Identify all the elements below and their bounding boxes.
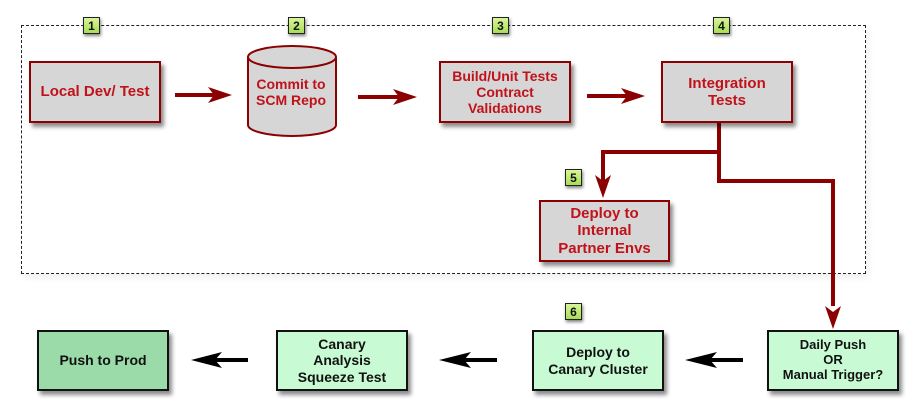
step-badge-5: 5 bbox=[565, 169, 582, 186]
node-deploy-canary: Deploy to Canary Cluster bbox=[532, 330, 664, 391]
arrowhead-icon bbox=[393, 89, 417, 105]
edge-integration-to-internal bbox=[595, 123, 721, 198]
node-canary-analysis: Canary Analysis Squeeze Test bbox=[276, 330, 408, 391]
line: Integration bbox=[688, 74, 766, 92]
ci-stage-group bbox=[21, 25, 866, 274]
line: Tests bbox=[707, 92, 747, 109]
node-local-dev: Local Dev/ Test bbox=[29, 61, 161, 123]
line: Partner Envs bbox=[558, 239, 651, 257]
arrowhead-icon bbox=[621, 88, 645, 104]
arrowhead-icon bbox=[208, 87, 232, 103]
line: Canary Cluster bbox=[548, 360, 648, 377]
edge-analysis-to-prod bbox=[191, 352, 248, 368]
edge-integration-to-daily-push bbox=[717, 152, 841, 329]
line: Analysis bbox=[313, 352, 371, 369]
arrowhead-icon bbox=[595, 175, 611, 198]
node-push-prod: Push to Prod bbox=[37, 330, 169, 391]
line: Commit to bbox=[256, 76, 326, 92]
node-build-unit: Build/Unit Tests Contract Validations bbox=[439, 61, 571, 123]
line: OR bbox=[823, 352, 843, 368]
line: Internal bbox=[577, 222, 632, 240]
line: Squeeze Test bbox=[297, 368, 387, 385]
edge-build-to-integration bbox=[587, 88, 645, 104]
line: Daily Push bbox=[799, 337, 867, 353]
line: Canary bbox=[318, 336, 366, 353]
edge-daily-to-canary-deploy bbox=[685, 352, 743, 368]
line: Contract bbox=[476, 83, 534, 100]
scm-repo-cylinder bbox=[247, 45, 337, 137]
line: Build/Unit Tests bbox=[452, 67, 558, 84]
arrowhead-icon bbox=[191, 352, 222, 368]
edge-commit-to-build bbox=[358, 89, 417, 105]
node-integration: Integration Tests bbox=[661, 61, 793, 123]
edge-canary-deploy-to-analysis bbox=[439, 352, 497, 368]
arrowhead-icon bbox=[685, 352, 717, 368]
node-daily-push: Daily Push OR Manual Trigger? bbox=[767, 330, 899, 391]
step-badge-3: 3 bbox=[492, 17, 509, 34]
step-badge-6: 6 bbox=[565, 303, 582, 320]
arrowhead-icon bbox=[439, 352, 471, 368]
step-badge-2: 2 bbox=[288, 17, 305, 34]
line: SCM Repo bbox=[256, 92, 326, 109]
line: Validations bbox=[468, 100, 542, 117]
line: Local Dev/ Test bbox=[40, 83, 150, 101]
line: Push to Prod bbox=[59, 352, 147, 369]
step-badge-1: 1 bbox=[83, 17, 100, 34]
arrowhead-icon bbox=[825, 306, 841, 329]
node-deploy-internal: Deploy to Internal Partner Envs bbox=[539, 200, 670, 262]
node-commit-scm-label: Commit to SCM Repo bbox=[246, 76, 336, 108]
step-badge-4: 4 bbox=[713, 17, 730, 34]
line: Deploy to bbox=[566, 344, 630, 361]
line: Deploy to bbox=[570, 205, 639, 223]
line: Manual Trigger? bbox=[782, 366, 884, 382]
edge-local-to-commit bbox=[175, 87, 232, 103]
